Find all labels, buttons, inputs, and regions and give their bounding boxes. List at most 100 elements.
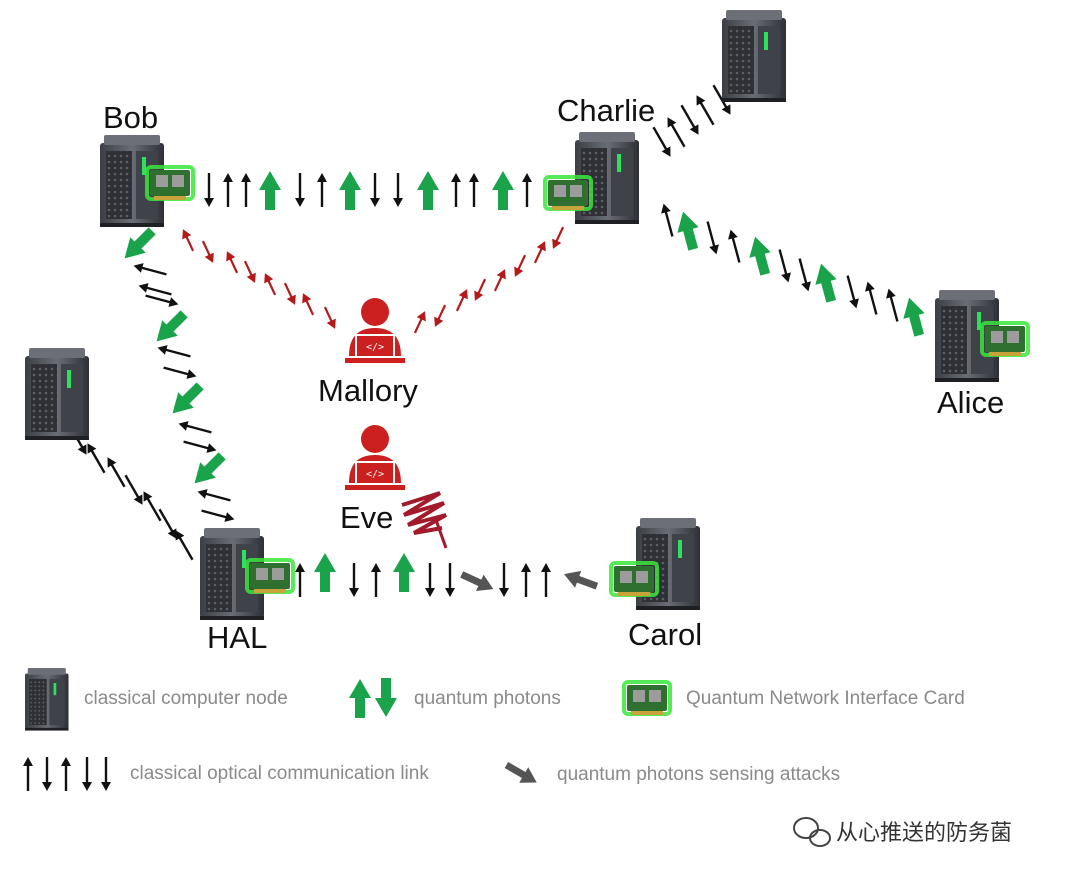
attack-arrow bbox=[434, 304, 447, 327]
classical-arrow bbox=[652, 126, 671, 157]
classical-arrow bbox=[371, 563, 381, 597]
quantum-photon-arrow bbox=[194, 452, 226, 484]
classical-arrow bbox=[295, 173, 305, 207]
classical-arrow bbox=[163, 366, 197, 379]
quantum-photon-arrow bbox=[677, 211, 699, 251]
legend-computer-node-label: classical computer node bbox=[84, 688, 288, 709]
quantum-photon-arrow bbox=[749, 236, 771, 276]
classical-arrow bbox=[661, 203, 674, 237]
attack-arrow bbox=[474, 278, 487, 301]
charlie-label: Charlie bbox=[557, 93, 655, 128]
classical-arrow bbox=[696, 95, 715, 126]
alice-qnic-icon bbox=[980, 321, 1030, 358]
alice-label: Alice bbox=[937, 385, 1004, 420]
quantum-photon-arrow bbox=[417, 171, 439, 210]
attack-arrow bbox=[552, 226, 565, 249]
classical-arrow bbox=[425, 563, 435, 597]
link-bob-charlie bbox=[204, 171, 532, 210]
classical-arrow bbox=[158, 508, 177, 539]
quantum-photon-arrow bbox=[156, 310, 188, 342]
watermark: 从心推送的防务菌 bbox=[793, 817, 1012, 847]
classical-arrow bbox=[393, 173, 403, 207]
quantum-photon-arrow bbox=[393, 553, 415, 592]
classical-arrow bbox=[865, 281, 878, 315]
charlie-qnic-icon bbox=[543, 175, 593, 212]
classical-arrow bbox=[680, 104, 699, 135]
classical-arrow bbox=[241, 173, 251, 207]
classical-arrow bbox=[469, 173, 479, 207]
attack-arrow bbox=[201, 240, 214, 263]
classical-arrow bbox=[61, 757, 71, 791]
quantum-photon-arrow bbox=[172, 382, 204, 414]
mallory-icon bbox=[345, 298, 405, 363]
classical-arrow bbox=[82, 757, 92, 791]
classical-arrow bbox=[349, 563, 359, 597]
classical-arrow bbox=[317, 173, 327, 207]
legend-classical-link-label: classical optical communication link bbox=[130, 763, 429, 784]
eve-interference-icon bbox=[401, 491, 448, 549]
classical-arrow bbox=[157, 345, 191, 358]
classical-arrow bbox=[370, 173, 380, 207]
attack-arrow bbox=[413, 311, 426, 334]
quantum-photon-arrow bbox=[339, 171, 361, 210]
quantum-photon-arrow bbox=[124, 227, 156, 259]
sensing-attack-arrow bbox=[504, 761, 537, 783]
attack-arrow bbox=[302, 293, 315, 316]
link-bob-mallory bbox=[182, 229, 336, 329]
classical-arrow bbox=[886, 288, 899, 322]
unnamed-server-icon bbox=[25, 348, 89, 440]
watermark-text: 从心推送的防务菌 bbox=[836, 821, 1012, 846]
quantum-photon-arrow bbox=[259, 171, 281, 210]
classical-arrow bbox=[178, 421, 212, 434]
classical-arrow bbox=[42, 757, 52, 791]
wechat-icon bbox=[793, 817, 831, 847]
link-hal-left bbox=[68, 424, 194, 561]
classical-arrow bbox=[798, 258, 811, 292]
attack-arrow bbox=[493, 269, 506, 292]
link-hal-carol bbox=[295, 553, 599, 597]
classical-arrow bbox=[175, 530, 194, 561]
eve-icon bbox=[345, 425, 405, 490]
classical-arrow bbox=[667, 117, 686, 148]
attack-arrow bbox=[514, 254, 527, 277]
attack-arrow bbox=[226, 251, 239, 274]
classical-arrow bbox=[23, 757, 33, 791]
sensing-attack-arrow bbox=[564, 570, 599, 590]
classical-arrow bbox=[451, 173, 461, 207]
carol-label: Carol bbox=[628, 617, 702, 652]
classical-arrow bbox=[445, 563, 455, 597]
classical-arrow bbox=[145, 294, 179, 307]
link-charlie-remote bbox=[652, 84, 731, 157]
hal-label: HAL bbox=[207, 620, 267, 655]
attack-arrow bbox=[283, 282, 296, 305]
legend-sensing-attack-icon bbox=[504, 761, 537, 783]
classical-arrow bbox=[778, 249, 791, 283]
network-links bbox=[68, 84, 925, 597]
classical-arrow bbox=[541, 563, 551, 597]
legend-classical-link-icon bbox=[23, 757, 111, 791]
carol-qnic-icon bbox=[609, 561, 659, 598]
classical-arrow bbox=[295, 563, 305, 597]
legend-qnic-label: Quantum Network Interface Card bbox=[686, 688, 965, 709]
classical-arrow bbox=[197, 489, 231, 502]
quantum-photon-arrow bbox=[314, 553, 336, 592]
eve-label: Eve bbox=[340, 500, 393, 535]
classical-arrow bbox=[204, 173, 214, 207]
bob-qnic-icon bbox=[145, 165, 195, 202]
quantum-photon-arrow bbox=[375, 678, 397, 717]
attack-arrow bbox=[533, 241, 546, 264]
classical-arrow bbox=[138, 283, 172, 296]
hal-qnic-icon bbox=[245, 558, 295, 595]
attack-arrow bbox=[323, 306, 336, 329]
mallory-label: Mallory bbox=[318, 373, 418, 408]
legend: classical computer node quantum photons … bbox=[23, 668, 965, 791]
classical-arrow bbox=[521, 563, 531, 597]
bob-label: Bob bbox=[103, 100, 158, 135]
link-bob-hal bbox=[124, 227, 235, 522]
quantum-photon-arrow bbox=[492, 171, 514, 210]
sensing-attack-arrow bbox=[460, 571, 494, 592]
classical-arrow bbox=[728, 229, 741, 263]
classical-arrow bbox=[223, 173, 233, 207]
classical-arrow bbox=[124, 474, 143, 505]
legend-quantum-photons-label: quantum photons bbox=[414, 688, 561, 709]
